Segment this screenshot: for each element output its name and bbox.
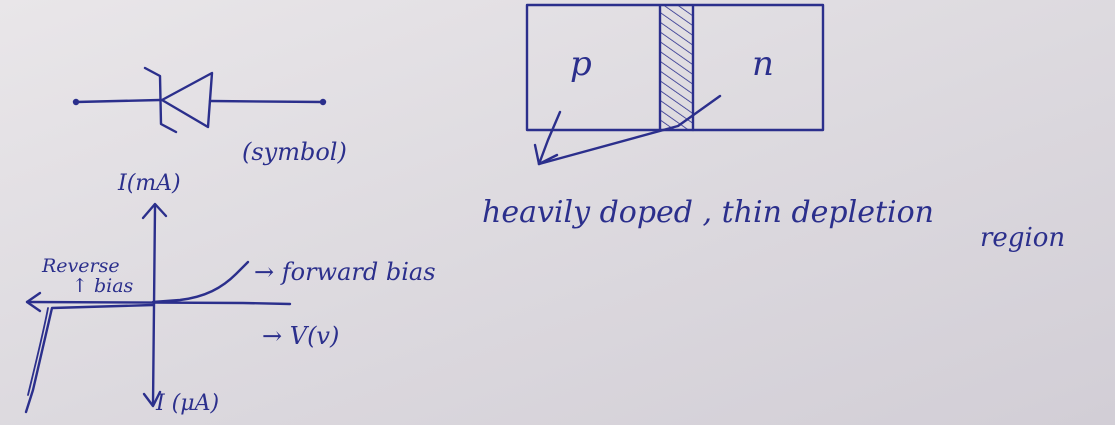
p-region-label: p (570, 44, 592, 84)
current-axis-down-arrowhead (142, 390, 162, 408)
junction-block-outline (525, 3, 825, 132)
current-ua-label: I (μA) (155, 391, 219, 416)
junction-annotation-line2: region (980, 223, 1065, 253)
forward-bias-label: → forward bias (254, 258, 436, 286)
current-axis (151, 205, 157, 407)
current-axis-up-arrowhead (141, 202, 168, 220)
forward-bias-curve (151, 260, 250, 304)
depletion-region-hatch (660, 6, 693, 129)
pointer-line-1 (537, 110, 562, 166)
junction-annotation-line1: heavily doped , thin depletion (482, 195, 934, 230)
symbol-caption: (symbol) (242, 138, 347, 166)
diode-triangle (160, 71, 214, 129)
reverse-breakdown-curve-double (27, 307, 49, 396)
reverse-bias-label-line2: ↑ bias (72, 275, 134, 297)
reverse-breakdown-curve (24, 303, 155, 414)
voltage-axis (25, 300, 292, 306)
vi-characteristic-graph: I(mA) I (μA) → V(v) Reverse ↑ bias → for… (24, 171, 436, 416)
zener-diode-symbol: (symbol) (72, 66, 347, 166)
n-region-label: n (752, 44, 774, 84)
pointer-line-2 (537, 94, 722, 166)
voltage-axis-left-arrowhead (25, 291, 42, 313)
left-lead-wire (74, 98, 162, 104)
pn-junction-diagram: p n heavily doped , thin depletion regio… (482, 3, 1065, 253)
pointer-arrowhead (533, 143, 559, 166)
right-lead-wire (208, 99, 325, 104)
voltage-label: → V(v) (262, 322, 339, 350)
reverse-bias-label-line1: Reverse (41, 255, 120, 277)
zener-cathode-bar (143, 66, 178, 134)
current-ma-label: I(mA) (117, 171, 181, 196)
